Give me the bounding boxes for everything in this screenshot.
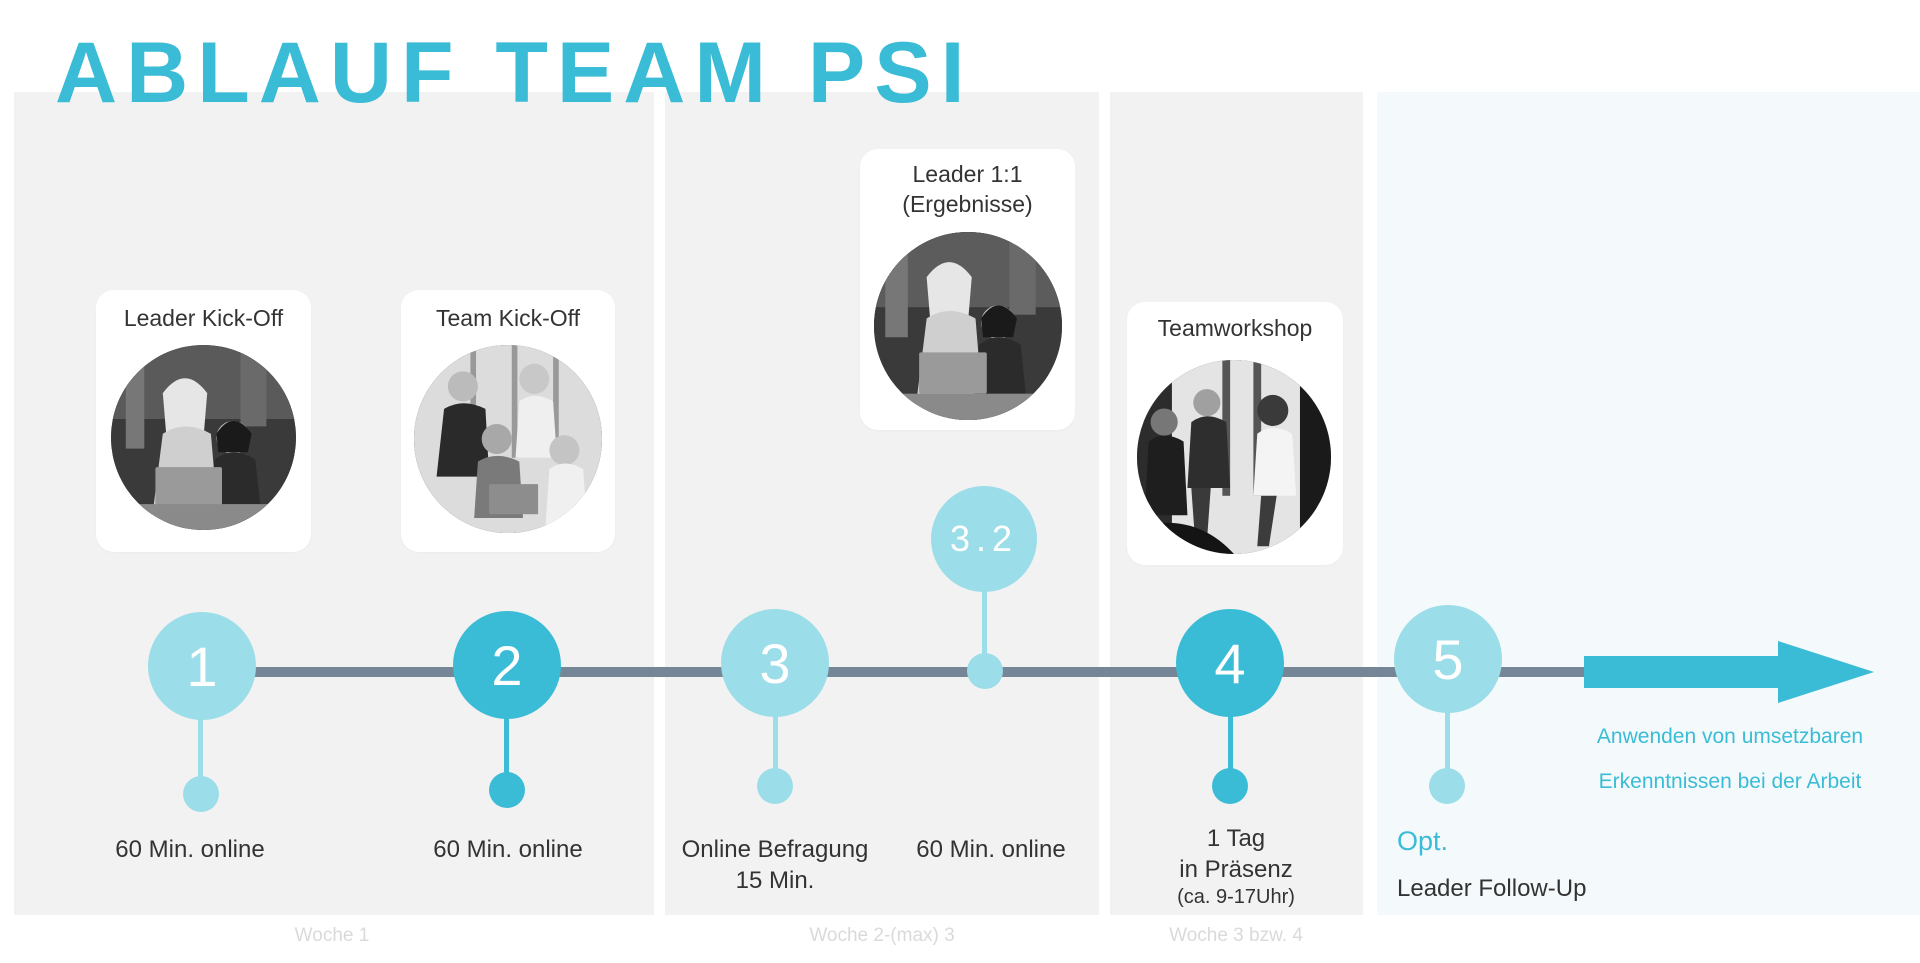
step-5-dot (1429, 768, 1465, 804)
step-3-caption-line-1: Online Befragung (681, 836, 869, 863)
step-3-2-dot (967, 653, 1003, 689)
step-4-dot (1212, 768, 1248, 804)
step-3-2-caption: 60 Min. online (916, 836, 1066, 863)
card-label-line-2: (Ergebnisse) (902, 191, 1033, 217)
step-1-caption: 60 Min. online (115, 836, 265, 863)
card-label: Leader Kick-Off (123, 305, 284, 331)
page-title: ABLAUF TEAM PSI (55, 25, 974, 121)
step-5-connector (1445, 708, 1450, 786)
photo-teamworkshop (1137, 360, 1331, 554)
card-label-line-1: Leader 1:1 (912, 161, 1023, 187)
photo-leader-one-on-one (874, 232, 1062, 420)
step-4-node: 4 (1176, 609, 1284, 717)
outcome-line-2: Erkenntnissen bei der Arbeit (1598, 770, 1862, 793)
step-3-connector (773, 712, 778, 786)
step-3-node: 3 (721, 609, 829, 717)
step-1-dot (183, 776, 219, 812)
week-label-2: Woche 2-(max) 3 (809, 925, 955, 946)
photo-leader-kick-off (111, 345, 296, 530)
step-2-dot (489, 772, 525, 808)
timeline-arrow-head (1778, 641, 1874, 703)
step-4-caption-line-1: 1 Tag (1206, 825, 1266, 852)
outcome-line-1: Anwenden von umsetzbaren (1596, 725, 1864, 748)
timeline-line (245, 667, 1585, 677)
card-team-kick-off: Team Kick-Off (401, 290, 615, 552)
step-1-connector (198, 715, 203, 793)
phase-panel-follow-up (1377, 92, 1920, 915)
step-2-caption: 60 Min. online (433, 836, 583, 863)
photo-team-kick-off (414, 345, 602, 533)
step-5-optional-label: Opt. (1397, 826, 1449, 856)
timeline-arrow-shaft (1584, 656, 1780, 688)
step-3-caption: Online Befragung 15 Min. (682, 835, 869, 896)
step-5-caption: Leader Follow-Up (1397, 875, 1587, 902)
step-2-node: 2 (453, 611, 561, 719)
step-3-caption-line-2: 15 Min. (735, 866, 815, 894)
card-teamworkshop: Teamworkshop (1127, 302, 1343, 565)
step-5-node: 5 (1394, 605, 1502, 713)
card-leader-kick-off: Leader Kick-Off (96, 290, 311, 552)
step-4-caption-line-2: in Präsenz (1179, 855, 1293, 883)
card-label: Team Kick-Off (436, 305, 580, 331)
step-1-node: 1 (148, 612, 256, 720)
step-4-connector (1228, 712, 1233, 786)
step-3-2-node: 3.2 (931, 486, 1037, 592)
card-label: Teamworkshop (1157, 315, 1313, 341)
card-leader-one-on-one: Leader 1:1 (Ergebnisse) (860, 149, 1075, 430)
week-label-1: Woche 1 (294, 925, 370, 946)
week-label-3: Woche 3 bzw. 4 (1169, 925, 1303, 946)
step-4-caption-line-3: (ca. 9-17Uhr) (1177, 886, 1295, 909)
step-3-dot (757, 768, 793, 804)
step-2-connector (504, 714, 509, 790)
step-3-2-connector (982, 590, 987, 670)
step-4-caption: 1 Tag in Präsenz (ca. 9-17Uhr) (1177, 824, 1295, 911)
